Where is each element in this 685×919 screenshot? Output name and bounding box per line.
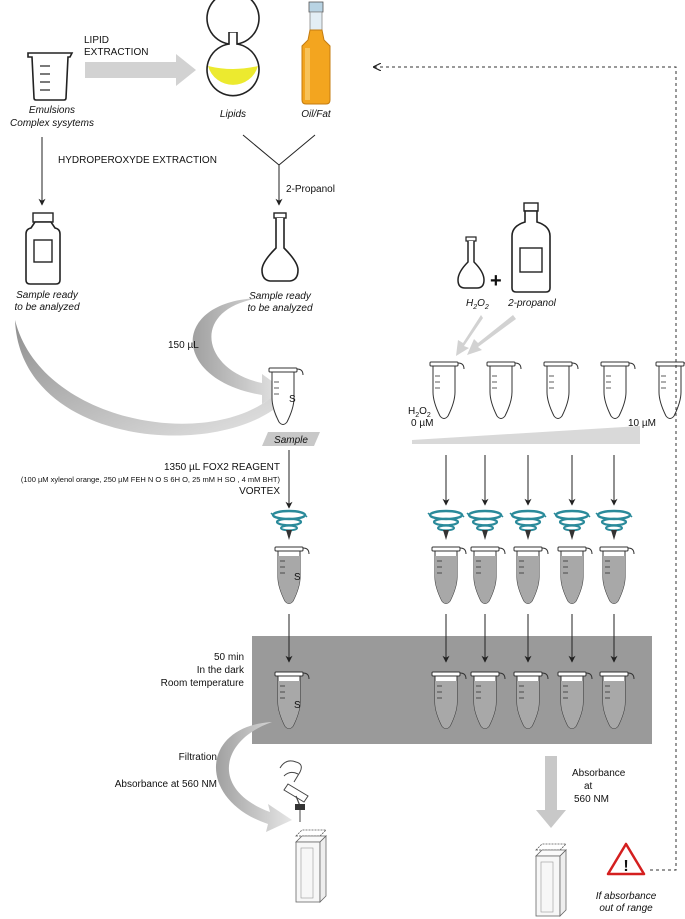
- concentration-gradient-bar: [412, 426, 640, 444]
- microtube-icon: [268, 367, 304, 425]
- h2o2-pour-arrow: [456, 315, 483, 356]
- syringe-filter-icon: [279, 760, 309, 822]
- filtration-label: Filtration: [179, 752, 217, 763]
- absorbance-right-label-1: Absorbance: [572, 768, 626, 779]
- std-0-label: 0 µM: [411, 418, 433, 429]
- volumetric-flask-icon: [261, 212, 299, 282]
- emulsions-label-2: Complex sysytems: [10, 118, 94, 129]
- lipid-extraction-label-1: LIPID: [84, 35, 109, 46]
- std-h2o2-label: H2O2: [408, 406, 431, 419]
- plus-sign: +: [490, 270, 502, 292]
- oil-fat-label: Oil/Fat: [301, 109, 332, 120]
- sample-ready-mid-1: Sample ready: [249, 291, 312, 302]
- incubation-arrows: [285, 614, 618, 663]
- volume-150-label: 150 µL: [168, 340, 199, 351]
- propanol-pour-arrow: [467, 315, 516, 355]
- sample-ready-left-2: to be analyzed: [14, 302, 79, 313]
- sample-bar: [262, 432, 320, 446]
- filled-tubes-row-2: [274, 546, 635, 604]
- merge-line-right: [278, 134, 316, 166]
- tube-s-label-3: S: [294, 700, 301, 711]
- out-of-range-label-2: out of range: [599, 903, 653, 914]
- h2o2-flask-icon: [457, 236, 485, 289]
- sample-bottle-icon: [25, 212, 61, 285]
- cuvette-icon-right: [535, 843, 567, 917]
- round-flask-icon: [206, 0, 260, 97]
- merge-line-left: [242, 134, 280, 166]
- std-10-label: 10 µM: [628, 418, 656, 429]
- oil-bottle-icon: [301, 1, 331, 105]
- curved-arrow-mid: [192, 298, 284, 404]
- curved-arrow-left: [15, 320, 290, 436]
- lipids-label: Lipids: [220, 109, 246, 120]
- hydroperoxyde-label: HYDROPEROXYDE EXTRACTION: [58, 155, 217, 166]
- warning-mark: !: [623, 858, 628, 875]
- h2o2-flask-label: H2O2: [466, 298, 489, 311]
- feedback-loop-arrow: [374, 67, 677, 871]
- filtration-curved-arrow: [215, 722, 292, 832]
- lipid-extraction-arrow: [85, 54, 196, 86]
- standard-arrows-row-1: [442, 455, 618, 506]
- vortex-icon: [269, 509, 634, 542]
- propanol-bottle-icon: [511, 202, 551, 293]
- absorbance-left-label: Absorbance at 560 NM: [115, 779, 217, 790]
- tube-s-label-1: S: [289, 394, 296, 405]
- absorbance-right-label-2: at: [584, 781, 593, 792]
- fox2-label-1: 1350 µL FOX2 REAGENT: [164, 462, 280, 473]
- sample-ready-mid-2: to be analyzed: [247, 303, 312, 314]
- sample-ready-left-1: Sample ready: [16, 290, 79, 301]
- out-of-range-label-1: If absorbance: [596, 891, 657, 902]
- propanol-label: 2-Propanol: [286, 184, 335, 195]
- incubation-label-1: 50 min: [214, 652, 244, 663]
- lipid-extraction-label-2: EXTRACTION: [84, 47, 148, 58]
- incubation-label-3: Room temperature: [161, 678, 245, 689]
- warning-icon: [606, 842, 646, 876]
- emulsions-label-1: Emulsions: [29, 105, 75, 116]
- fox2-label-2: (100 µM xylenol orange, 250 µM FEH N O S…: [21, 475, 281, 484]
- beaker-icon: [27, 52, 74, 101]
- incubation-label-2: In the dark: [197, 665, 245, 676]
- vortex-label: VORTEX: [239, 486, 280, 497]
- tube-s-label-2: S: [294, 572, 301, 583]
- absorbance-right-arrow: [536, 756, 566, 828]
- sample-bar-label: Sample: [274, 435, 308, 446]
- cuvette-icon: [295, 829, 327, 903]
- two-propanol-label: 2-propanol: [507, 298, 557, 309]
- standard-tubes-row-1: [429, 361, 685, 419]
- absorbance-right-label-3: 560 NM: [574, 794, 609, 805]
